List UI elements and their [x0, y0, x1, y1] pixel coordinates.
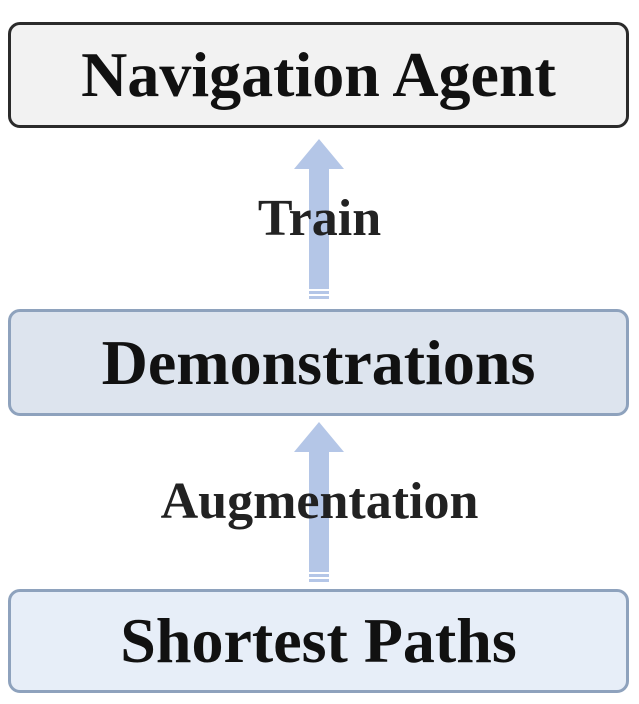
edge-label-train: Train: [257, 190, 382, 247]
arrow-up-augmentation: [294, 422, 344, 582]
edge-label-augmentation: Augmentation: [160, 473, 479, 530]
node-demonstrations: Demonstrations: [8, 309, 629, 416]
arrow-up-augmentation-tail-stripe-2: [309, 579, 329, 582]
arrow-up-train-shape: [294, 139, 344, 289]
arrow-up-augmentation-tail-stripe-1: [309, 574, 329, 577]
arrow-up-augmentation-shape: [294, 422, 344, 572]
node-shortest-paths-label: Shortest Paths: [120, 605, 517, 676]
node-navigation-agent: Navigation Agent: [8, 22, 629, 128]
node-navigation-agent-label: Navigation Agent: [81, 39, 556, 110]
node-demonstrations-label: Demonstrations: [101, 326, 536, 398]
arrow-up-train: [294, 139, 344, 299]
node-shortest-paths: Shortest Paths: [8, 589, 629, 693]
arrow-up-train-tail-stripe-2: [309, 296, 329, 299]
arrow-up-train-tail-stripe-1: [309, 291, 329, 294]
